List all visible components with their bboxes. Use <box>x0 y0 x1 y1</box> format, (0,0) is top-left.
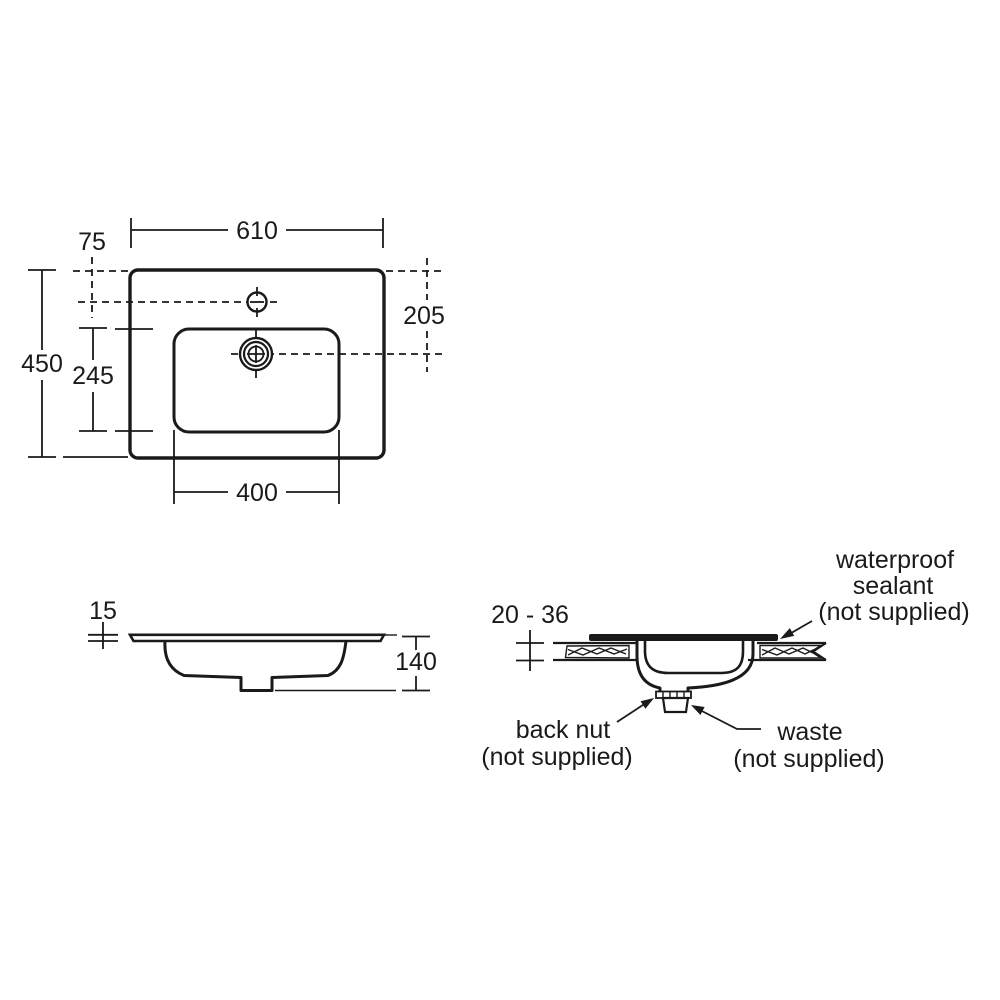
worktop-grain <box>567 647 627 656</box>
label-backnut: back nut (not supplied) <box>481 698 654 771</box>
arrowhead <box>640 698 654 709</box>
rim-slab <box>127 633 387 643</box>
waste-label-line1: waste <box>776 718 842 746</box>
dim-value-75: 75 <box>78 228 106 256</box>
sealant-label-line1: waterproof <box>835 546 954 574</box>
waste-hole-middle-circle <box>242 340 270 368</box>
waste-label-line2: (not supplied) <box>733 745 884 773</box>
plan-view: 610 75 205 450 245 <box>21 217 445 507</box>
backnut-label-line2: (not supplied) <box>481 743 632 771</box>
dim-value-205: 205 <box>403 302 445 330</box>
waste-outlet <box>661 696 690 714</box>
dimension-waste-setback: 205 <box>403 302 445 330</box>
dimension-tap-setback: 75 <box>78 228 106 256</box>
dimension-bowl-depth: 245 <box>72 327 153 432</box>
dimension-bowl-width: 400 <box>173 430 340 507</box>
dimension-rim-thickness: 15 <box>88 597 118 649</box>
dim-value-140: 140 <box>395 648 437 676</box>
dimension-overall-width: 610 <box>130 217 384 248</box>
label-waste: waste (not supplied) <box>691 705 885 773</box>
dimension-worktop-thickness: 20 - 36 <box>491 601 569 671</box>
waste-hole <box>238 330 274 378</box>
worktop-cut-box <box>564 644 630 659</box>
dimension-overall-depth: 450 <box>21 269 128 458</box>
sealant-label-line3: (not supplied) <box>818 598 969 626</box>
dimension-bowl-height: 140 <box>275 635 437 692</box>
bowl-outline <box>172 327 341 434</box>
bowl-profile <box>163 640 348 692</box>
backnut-label-line1: back nut <box>516 716 611 744</box>
dim-value-610: 610 <box>236 217 278 245</box>
worktop-grain <box>761 647 814 656</box>
label-waterproof-sealant: waterproof sealant (not supplied) <box>780 546 970 639</box>
arrowhead <box>691 705 705 715</box>
dim-value-20-36: 20 - 36 <box>491 601 569 629</box>
worktop-right <box>748 641 827 662</box>
basin-rim-section <box>589 634 778 641</box>
arrowhead <box>780 628 795 639</box>
worktop-left <box>553 641 637 662</box>
dim-value-15: 15 <box>89 597 117 625</box>
basin-outline <box>128 268 386 460</box>
worktop-cut-box <box>759 644 824 659</box>
leader-line <box>695 707 761 730</box>
dim-value-400: 400 <box>236 479 278 507</box>
dim-value-245: 245 <box>72 362 114 390</box>
worktop-grain <box>761 647 814 656</box>
worktop-grain <box>567 647 628 656</box>
tap-hole <box>246 287 268 317</box>
bowl-section-outer <box>635 641 755 692</box>
section-view: 20 - 36 waterproof sealant (not supplied… <box>481 546 969 773</box>
sealant-label-line2: sealant <box>853 572 934 600</box>
dim-value-450: 450 <box>21 350 63 378</box>
side-view: 15 140 <box>88 597 437 692</box>
bowl-section-inner <box>643 641 745 675</box>
